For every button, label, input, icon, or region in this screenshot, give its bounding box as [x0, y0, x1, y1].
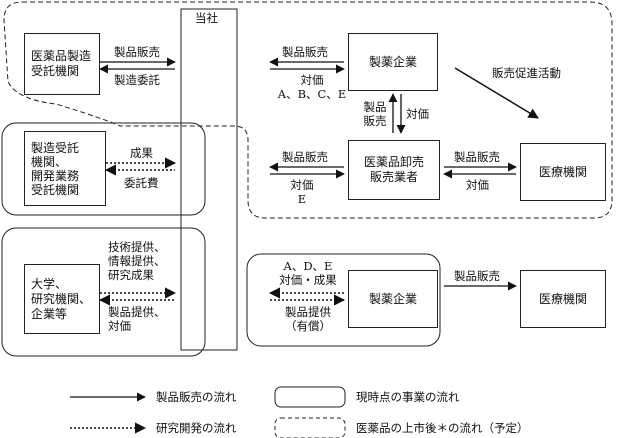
cro-fee-label: 委託費: [124, 176, 159, 190]
top-payment-label: 対価 A、B、C、E: [277, 73, 347, 101]
cmo-box: 医薬品製造 受託機関: [24, 33, 100, 95]
whole-payment-label: 対価: [466, 178, 489, 192]
legend-dotted-label: 研究開発の流れ: [156, 421, 237, 435]
legend-solid-label: 製品販売の流れ: [156, 390, 237, 404]
promotion-label: 販売促進活動: [492, 66, 561, 80]
cmo-sales-label: 製品販売: [114, 45, 160, 59]
bot-payment-label: A、D、E 対価・成果: [279, 259, 337, 287]
univ-product-label: 製品提供、 対価: [108, 305, 166, 333]
company-column: [180, 8, 238, 351]
vert-payment-label: 対価: [406, 107, 429, 121]
medical-bottom-box: 医療機関: [520, 270, 606, 328]
whole-sales-label: 製品販売: [454, 150, 500, 164]
univ-offer-label: 技術提供、 情報提供、 研究成果: [108, 240, 166, 282]
bot-sales-label: 製品販売: [454, 269, 500, 283]
cro-result-label: 成果: [130, 146, 153, 160]
cro-box: 製造受託 機関、 開発業務 受託機関: [24, 131, 106, 206]
cmo-consign-label: 製造委託: [114, 73, 160, 87]
university-group: [1, 227, 206, 357]
pharma-bottom-box: 製薬企業: [348, 270, 438, 328]
mid-sales-label: 製品販売: [282, 150, 328, 164]
top-sales-label: 製品販売: [282, 45, 328, 59]
legend-future-label: 医薬品の上市後＊の流れ（予定）: [356, 421, 529, 435]
company-label: 当社: [195, 11, 218, 25]
legend-current-label: 現時点の事業の流れ: [356, 390, 460, 404]
vert-sales-label: 製品 販売: [363, 100, 387, 128]
cro-group: [1, 122, 206, 216]
university-box: 大学、 研究機関、 企業等: [24, 264, 100, 334]
future-region-outline: [3, 1, 613, 219]
medical-mid-box: 医療機関: [520, 143, 606, 201]
pharma-top-box: 製薬企業: [348, 33, 438, 91]
wholesaler-box: 医薬品卸売 販売業者: [348, 140, 440, 200]
mid-payment-label: 対価 E: [290, 178, 314, 206]
pharma-bottom-group: [246, 253, 441, 347]
bot-product-label: 製品提供 （有償）: [285, 305, 331, 333]
